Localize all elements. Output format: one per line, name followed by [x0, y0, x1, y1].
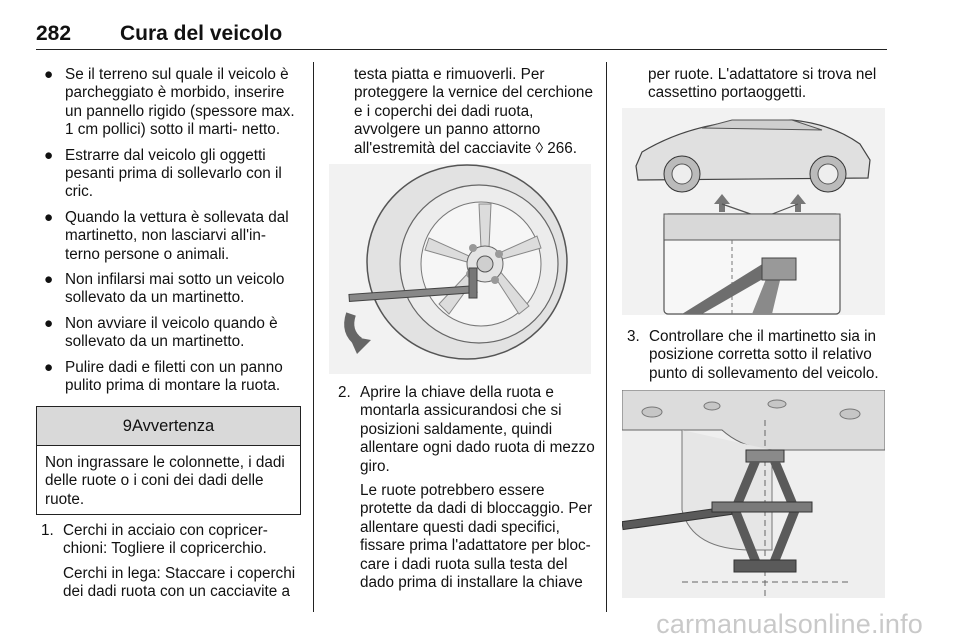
- step-2-item: 2. Aprire la chiave della ruota e montarl…: [335, 384, 597, 476]
- bullet-icon: ●: [44, 314, 54, 332]
- page-ref: 266.: [547, 139, 578, 157]
- header-rule: [36, 49, 887, 50]
- step-number: 2.: [338, 384, 351, 401]
- step-paragraph: Cerchi in lega: Staccare i coperchi dei …: [63, 564, 296, 601]
- warning-icon: 9: [122, 417, 132, 435]
- page-ref-icon: ◊: [535, 139, 544, 157]
- step-text: Controllare che il martinetto sia in pos…: [649, 328, 879, 382]
- warning-box: 9Avvertenza Non ingrassare le colonnette…: [36, 406, 301, 515]
- car-jack-points-illustration: [622, 108, 885, 315]
- bullet-item: ● Pulire dadi e filetti con un panno puli…: [38, 359, 300, 396]
- bullet-item: ● Estrarre dal veicolo gli oggetti pesant…: [38, 147, 300, 202]
- warning-header: 9Avvertenza: [37, 407, 300, 446]
- bullet-icon: ●: [44, 358, 54, 376]
- bullet-icon: ●: [44, 271, 54, 289]
- bullet-item: ● Quando la vettura è sollevata dal marti…: [38, 209, 300, 264]
- bullet-icon: ●: [44, 66, 54, 83]
- column-3: per ruote. L'adattatore si trova nel cas…: [624, 66, 888, 103]
- bullet-text: Estrarre dal veicolo gli oggetti pesanti…: [65, 146, 282, 201]
- step-2: 2. Aprire la chiave della ruota e montarl…: [335, 384, 597, 592]
- step-number: 1.: [41, 522, 54, 539]
- wheel-wrench-illustration: [329, 164, 591, 374]
- bullet-item: ● Non avviare il veicolo quando è solleva…: [38, 315, 300, 352]
- step-text: Cerchi in acciaio con copricer- chioni: …: [63, 522, 268, 558]
- step-3-item: 3. Controllare che il martinetto sia in p…: [624, 328, 888, 383]
- step-3: 3. Controllare che il martinetto sia in p…: [624, 328, 888, 383]
- column-divider-right: [606, 62, 607, 612]
- bullet-item: ● Se il terreno sul quale il veicolo è pa…: [38, 66, 300, 140]
- continuation-text: testa piatta e rimuoverli. Per protegger…: [335, 66, 597, 158]
- column-1: ● Se il terreno sul quale il veicolo è pa…: [38, 66, 300, 403]
- warning-title: Avvertenza: [131, 417, 215, 435]
- page-header: 282 Cura del veicolo: [36, 20, 886, 50]
- warning-text: Non ingrassare le colonnette, i dadi del…: [45, 454, 285, 508]
- bullet-text: Quando la vettura è sollevata dal martin…: [65, 208, 289, 263]
- page-number: 282: [36, 22, 72, 45]
- bullet-text: Se il terreno sul quale il veicolo è par…: [65, 66, 295, 139]
- step-paragraph: Le ruote potrebbero essere protette da d…: [360, 482, 593, 592]
- bullet-icon: ●: [44, 208, 54, 226]
- jack-position-illustration: [622, 390, 885, 598]
- section-title: Cura del veicolo: [120, 22, 283, 45]
- bullet-text: Pulire dadi e filetti con un panno pulit…: [65, 358, 283, 395]
- bullet-icon: ●: [44, 146, 54, 164]
- bullet-text: Non avviare il veicolo quando è sollevat…: [65, 314, 278, 351]
- column-2: testa piatta e rimuoverli. Per protegger…: [335, 66, 597, 158]
- step-text: Aprire la chiave della ruota e montarla …: [360, 384, 595, 475]
- bullet-item: ● Non infilarsi mai sotto un veicolo soll…: [38, 271, 300, 308]
- continuation-body: testa piatta e rimuoverli. Per protegger…: [354, 66, 593, 157]
- step-1: 1. Cerchi in acciaio con copricer- chioni…: [38, 522, 300, 602]
- bullet-text: Non infilarsi mai sotto un veicolo solle…: [65, 271, 285, 307]
- column-divider-left: [313, 62, 314, 612]
- step-number: 3.: [627, 328, 640, 345]
- step-1-item: 1. Cerchi in acciaio con copricer- chioni…: [38, 522, 300, 559]
- watermark: carmanualsonline.info: [656, 609, 923, 639]
- continuation-text: per ruote. L'adattatore si trova nel cas…: [648, 66, 877, 102]
